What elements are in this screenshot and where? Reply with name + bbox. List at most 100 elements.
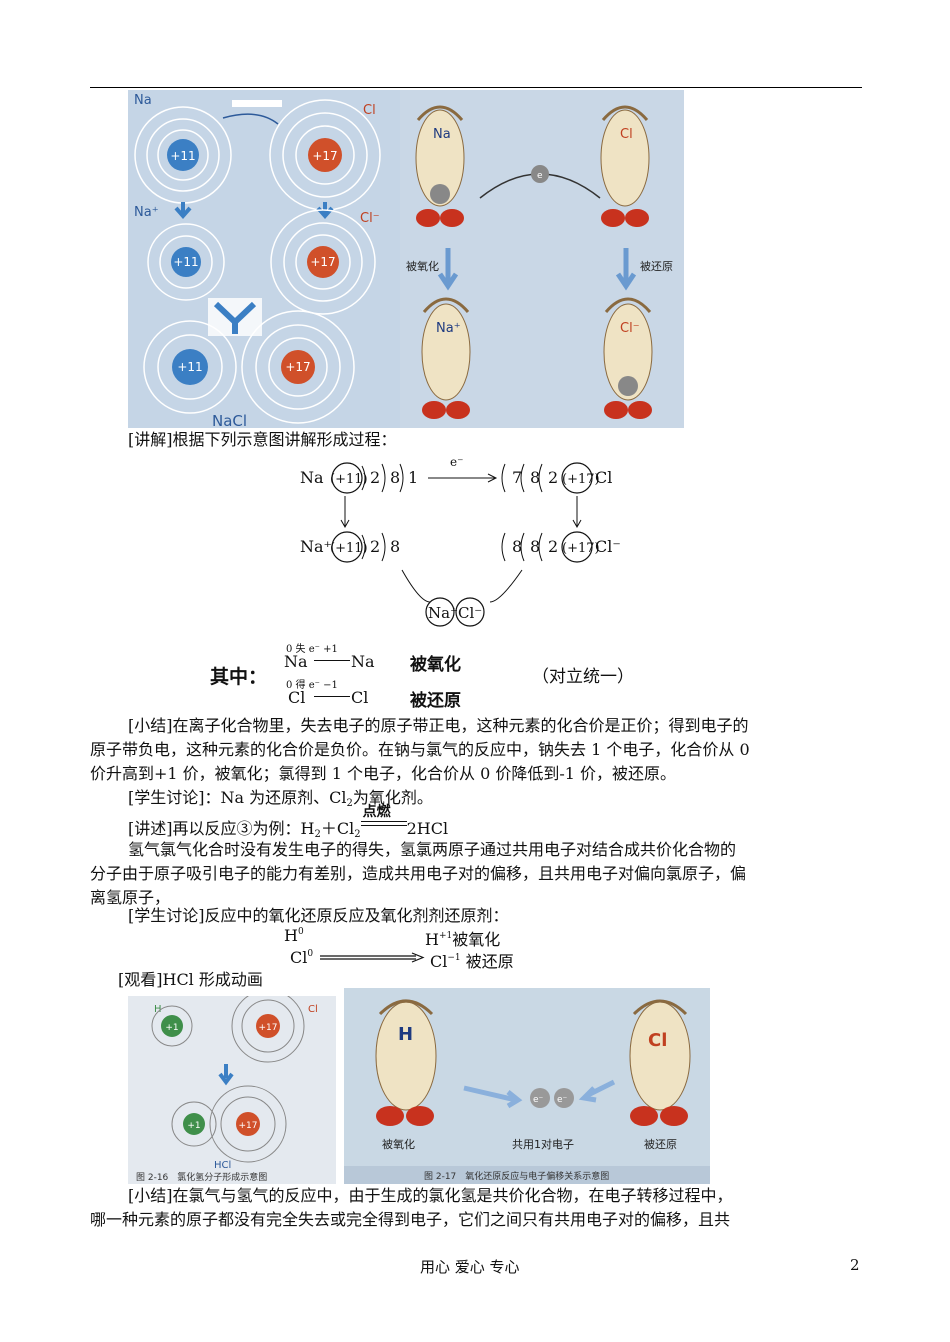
down-arrow-icon (437, 248, 459, 291)
cl-ion-cartoon-label: Cl⁻ (620, 321, 640, 336)
na-shell-2: 8 (390, 468, 400, 487)
na-shell-3: 1 (408, 468, 418, 487)
among-label: 其中： (210, 666, 268, 688)
cl-ion-label: Cl⁻ (360, 211, 380, 226)
arrow-right-icon (463, 1085, 523, 1109)
cl-label: Cl (308, 1004, 318, 1015)
cl-ion-symbol: Cl⁻ (595, 537, 621, 556)
cl0-symbol: Cl (290, 948, 308, 967)
equation-arrow (320, 952, 425, 963)
cl-shell-3: 2 (548, 468, 558, 487)
watch-line: [观看]HCl 形成动画 (118, 970, 263, 989)
page-number: 2 (850, 1256, 860, 1274)
cl-from: Cl (288, 688, 306, 707)
figure-nacl-cartoon: Na e Cl 被氧化 被还原 Na⁺ (400, 90, 684, 428)
down-arrow-icon (615, 248, 637, 291)
h-cartoon-label: H (398, 1024, 413, 1045)
figure-electron-shift: H Cl e⁻ e⁻ 被氧化 共用1对电子 被还原 图 2-17 氧化还原反应与… (344, 988, 710, 1184)
cl-arrow (314, 696, 350, 697)
nacl-na-core: +11 (177, 360, 202, 374)
nacl-label: NaCl (212, 412, 247, 428)
condition-label: 点燃 (362, 804, 391, 820)
cl-ion-core: +17 (310, 255, 335, 269)
cl-cartoon (600, 105, 650, 227)
cl-ion-shell-3: 2 (548, 537, 558, 556)
cl0: Cl0 (290, 948, 313, 967)
summary2-line1: [小结]在氯气与氢气的反应中，由于生成的氯化氢是共价化合物，在电子转移过程中， (128, 1186, 733, 1205)
cl-ion-core: (+17) (562, 541, 600, 556)
cl-cartoon-label: Cl (620, 127, 633, 142)
discussion2: [学生讨论]反应中的氧化还原反应及氧化剂剂还原剂： (128, 906, 509, 925)
na-to: Na (351, 652, 375, 671)
cl-label: Cl (363, 103, 376, 118)
hcl-cl-core: +17 (239, 1121, 258, 1131)
na-ion-core: (+11) (330, 541, 368, 556)
cl-valence-note: 0 得 e⁻ −1 (286, 680, 338, 691)
cl-ion-shell-2: 8 (530, 537, 540, 556)
cl-shell-2: 8 (530, 468, 540, 487)
down-arrow-icon (572, 496, 582, 529)
na-ion-label: Na⁺ (134, 205, 159, 220)
cl-core: +17 (259, 1023, 278, 1033)
h-subscript: 2 (314, 829, 321, 840)
na-valence-note: 0 失 e⁻ +1 (286, 644, 338, 655)
figure-hcl-formation: H +1 Cl +17 +1 +17 HCl 图 2-16 氯化氢分子形成示意图 (128, 989, 336, 1184)
down-arrow-icon (340, 496, 350, 529)
electron-icon (554, 1088, 574, 1108)
h-core: +1 (165, 1023, 178, 1033)
para2-line1: 氢气氯气化合时没有发生电子的得失，氢氯两原子通过共用电子对结合成共价化合物的 (128, 840, 737, 859)
discussion1-end: 为氧化剂。 (352, 788, 433, 807)
oxidation-legend: 其中： 0 失 e⁻ +1 Na Na 被氧化 0 得 e⁻ −1 Cl Cl … (210, 640, 670, 711)
cl-core: (+17) (562, 472, 600, 487)
na-shell-1: 2 (370, 468, 380, 487)
na-cartoon (415, 105, 465, 227)
product: 2HCl (406, 819, 449, 838)
explain-paragraph: [讲解]根据下列示意图讲解形成过程： (128, 430, 397, 449)
cl0-sup: 0 (307, 949, 314, 959)
figure-caption: 图 2-17 氧化还原反应与电子偏移关系示意图 (424, 1170, 609, 1182)
cl-result: 被还原 (465, 952, 514, 971)
cl1-symbol: Cl (430, 952, 448, 971)
speech-plus: ＋Cl (320, 819, 355, 838)
merge-arrow-icon (213, 301, 257, 334)
discussion1: [学生讨论]：Na 为还原剂、Cl2为氧化剂。 (128, 786, 433, 816)
na-ion-shell-2: 8 (390, 537, 400, 556)
arrow-left-icon (578, 1079, 616, 1103)
nacl-pair: Na⁺Cl⁻ (428, 604, 482, 622)
hcl-equation: H0 H+1被氧化 Cl0 Cl−1 被还原 (280, 926, 560, 972)
electron-label: e (537, 171, 543, 181)
na-core-label: +11 (170, 149, 195, 163)
down-arrow-icon (174, 202, 192, 220)
summary2-line2: 哪一种元素的原子都没有完全失去或完全得到电子，它们之间只有共用电子对的偏移，且共 (90, 1210, 731, 1229)
na-cartoon-label: Na (433, 127, 451, 142)
summary1-line3: 价升高到+1 价，被氧化；氯得到 1 个电子，化合价从 0 价降低到-1 价，被… (90, 764, 677, 783)
na-ion-cartoon (421, 297, 471, 419)
oxidized-label: 被氧化 (406, 259, 439, 273)
para2-line2: 分子由于原子吸引电子的能力有差别，造成共用电子对的偏移，且共用电子对偏向氯原子，… (90, 864, 747, 883)
cl-subscript: 2 (346, 798, 353, 809)
h0: H0 (284, 926, 304, 945)
footer-slogan: 用心 爱心 专心 (420, 1258, 520, 1276)
cl-to: Cl (351, 688, 369, 707)
cl-symbol: Cl (595, 468, 612, 487)
na-ion-cartoon-label: Na⁺ (436, 321, 461, 336)
h1-sup: +1 (438, 931, 453, 941)
figure-caption: 图 2-16 氯化氢分子形成示意图 (136, 1171, 267, 1183)
electron-icon (530, 1088, 550, 1108)
electron-label-1: e⁻ (533, 1095, 544, 1105)
cl1: Cl−1 被还原 (430, 948, 514, 972)
summary1-line2: 原子带负电，这种元素的化合价是负价。在钠与氯气的反应中，钠失去 1 个电子，化合… (90, 740, 750, 759)
header-rule (90, 87, 862, 88)
na-ion-symbol: Na⁺ (300, 537, 332, 556)
na-core: (+11) (330, 472, 368, 487)
h-label: H (154, 1004, 162, 1015)
figure-nacl-atoms: +11 Na +17 Cl Na⁺ Cl⁻ +11 +17 (128, 90, 400, 430)
h1: H+1被氧化 (425, 926, 500, 950)
reduced-label: 被还原 (644, 1138, 677, 1151)
cl-core-label: +17 (312, 149, 337, 163)
reduced-label: 被还原 (640, 260, 673, 273)
na-from: Na (284, 652, 308, 671)
equals-condition: 点燃 (360, 804, 407, 836)
speech-prefix: [讲述]再以反应③为例：H (128, 819, 315, 838)
cl-cartoon (629, 999, 691, 1126)
